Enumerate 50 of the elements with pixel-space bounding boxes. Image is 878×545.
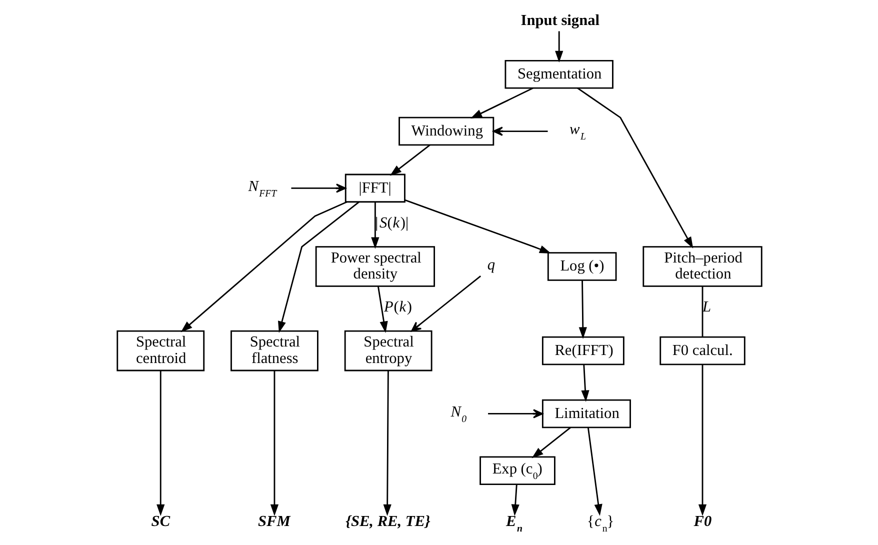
arrow — [156, 370, 164, 516]
node-box: Spectral entropy — [344, 330, 432, 372]
arrow — [410, 275, 481, 332]
arrow — [698, 364, 706, 516]
node-text: N$_{0}$ — [450, 404, 466, 426]
node-box: Limitation — [541, 399, 630, 428]
edge-label: P(k) — [383, 298, 412, 316]
arrow — [382, 370, 391, 516]
arrow — [531, 426, 570, 458]
node-box: |FFT| — [344, 174, 405, 203]
arrow — [404, 199, 551, 254]
node-box: Spectral centroid — [116, 330, 204, 372]
arrow — [580, 364, 589, 402]
arrow — [510, 484, 519, 516]
arrow — [180, 201, 347, 332]
node-box: Re(IFFT) — [541, 336, 624, 366]
arrow — [578, 280, 586, 339]
arrow — [376, 286, 388, 333]
arrow — [370, 202, 379, 249]
node-text: w$_{L}$ — [569, 121, 586, 143]
node-box: Power spectral density — [314, 246, 435, 287]
node-text: SFM — [258, 513, 290, 530]
arrow — [488, 409, 543, 418]
connector — [701, 286, 703, 337]
node-text: {SE, RE, TE} — [345, 513, 430, 530]
arrow — [278, 202, 359, 333]
node-text: {c$_{n}$} — [586, 513, 614, 535]
node-box: Exp (c$_{0}$) — [479, 456, 555, 486]
node-text: F0 — [693, 513, 712, 530]
arrow — [576, 88, 693, 249]
node-text: N$_{FFT}$ — [248, 178, 276, 200]
edge-label: L — [702, 298, 711, 316]
node-text: SC — [150, 513, 170, 530]
arrow — [290, 184, 346, 193]
arrow — [492, 126, 548, 136]
node-box: F0 calcul. — [659, 336, 745, 366]
node-box: Spectral flatness — [230, 330, 318, 372]
arrow — [586, 427, 602, 516]
edge-label: |S(k)| — [374, 214, 408, 232]
node-box: Log (•) — [546, 252, 616, 281]
arrow — [554, 31, 563, 63]
node-text: Input signal — [520, 12, 600, 29]
node-text: E$_{n}$ — [506, 513, 522, 535]
node-box: Segmentation — [504, 60, 613, 89]
arrow — [389, 144, 430, 176]
node-box: Pitch–period detection — [642, 246, 762, 287]
node-text: q — [486, 256, 495, 274]
arrow — [470, 88, 533, 118]
arrow — [270, 370, 278, 516]
node-box: Windowing — [398, 116, 494, 146]
